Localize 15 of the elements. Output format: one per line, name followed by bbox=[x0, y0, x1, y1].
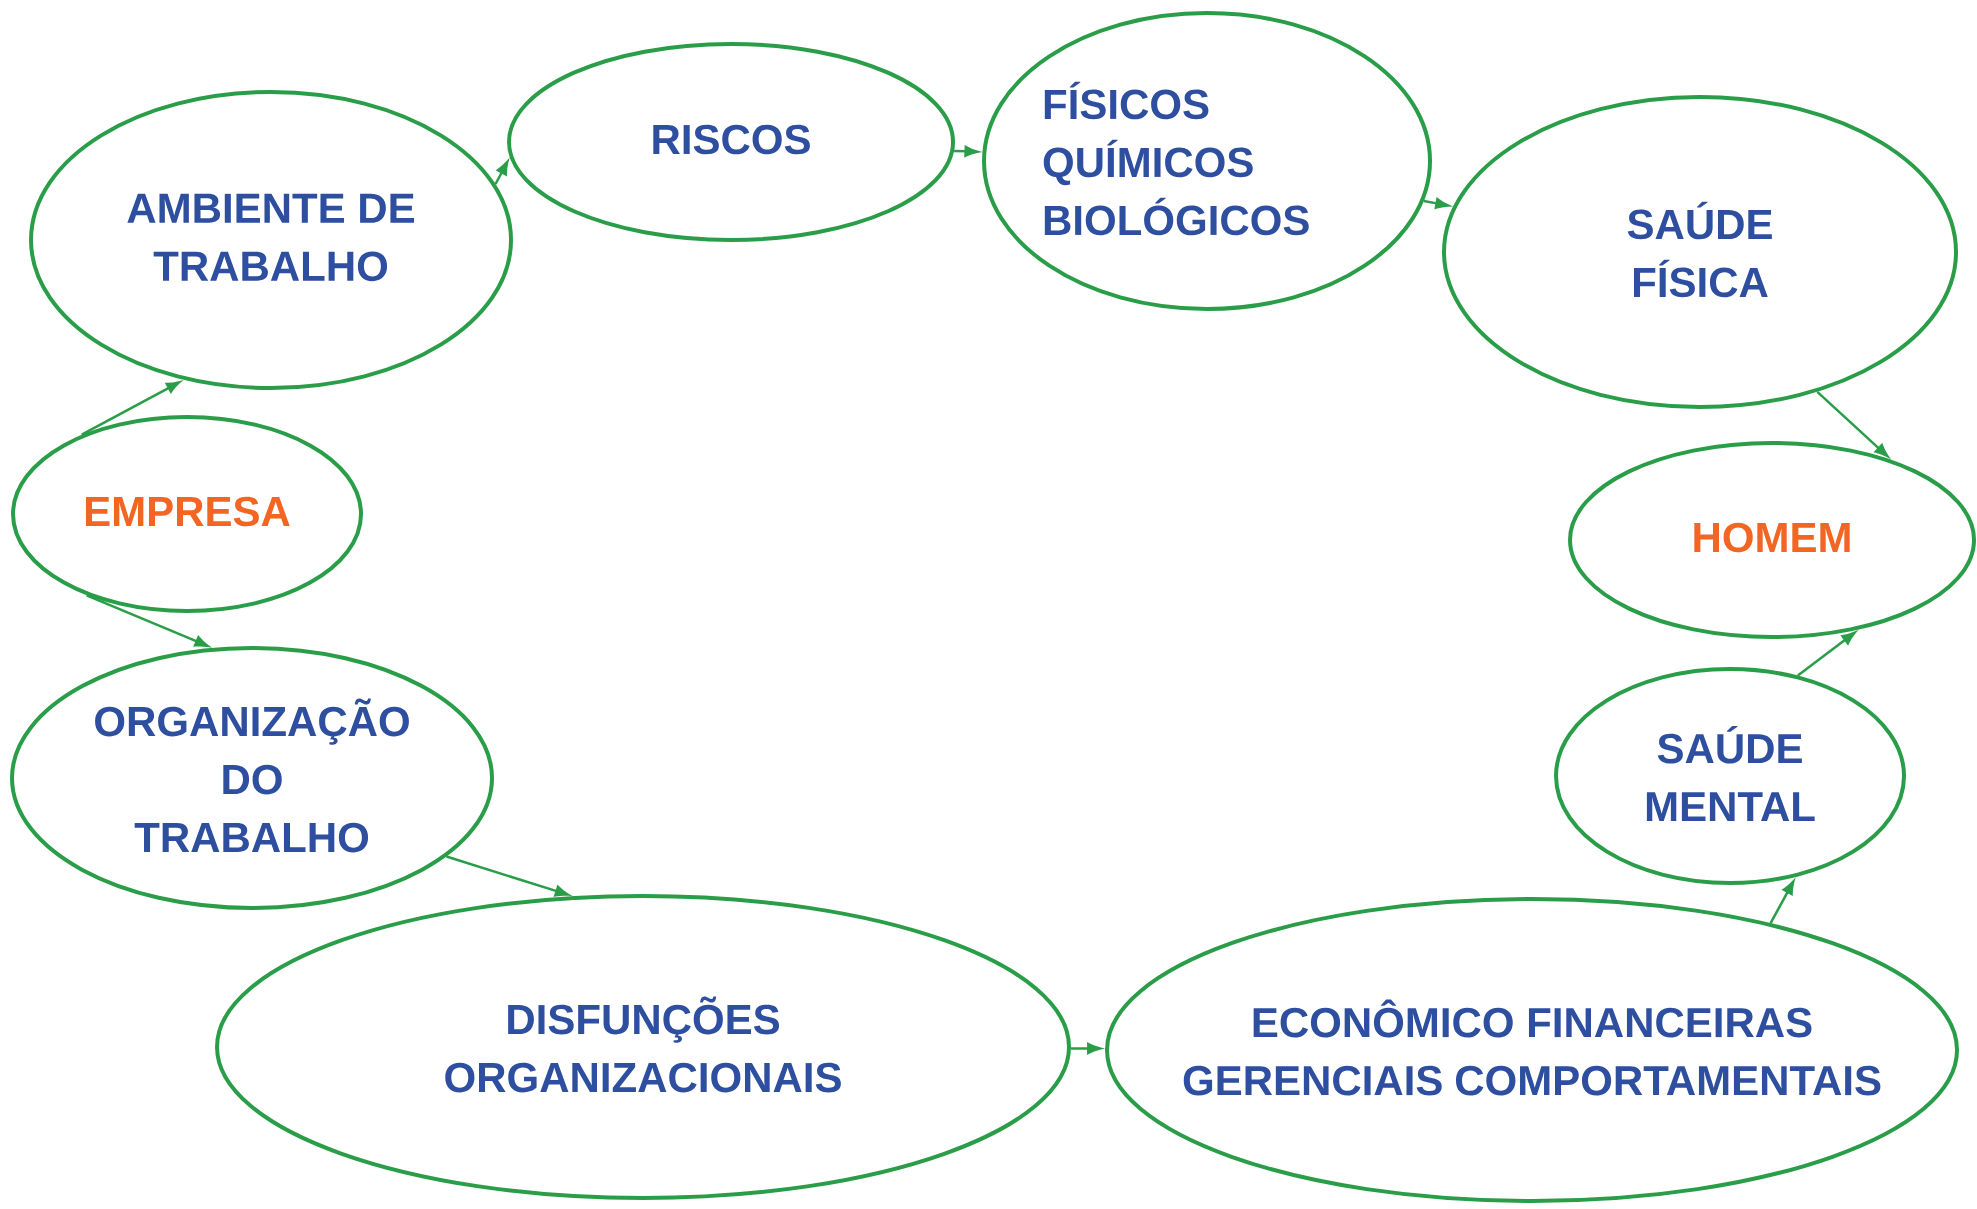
oval-node: DISFUNÇÕES ORGANIZACIONAIS bbox=[215, 894, 1071, 1200]
arrow bbox=[1423, 197, 1450, 209]
oval-node: AMBIENTE DE TRABALHO bbox=[29, 90, 513, 390]
arrow bbox=[494, 160, 509, 185]
oval-node: SAÚDE MENTAL bbox=[1554, 667, 1906, 885]
oval-node: FÍSICOS QUÍMICOS BIOLÓGICOS bbox=[982, 11, 1432, 311]
oval-node: ORGANIZAÇÃO DO TRABALHO bbox=[10, 646, 494, 910]
oval-node: RISCOS bbox=[507, 42, 955, 242]
oval-node: HOMEM bbox=[1568, 441, 1976, 639]
oval-node: SAÚDE FÍSICA bbox=[1442, 95, 1958, 409]
arrow bbox=[81, 381, 181, 436]
arrow bbox=[1816, 390, 1889, 458]
arrow bbox=[954, 145, 979, 157]
arrow bbox=[1797, 631, 1856, 677]
oval-node: EMPRESA bbox=[11, 415, 363, 613]
